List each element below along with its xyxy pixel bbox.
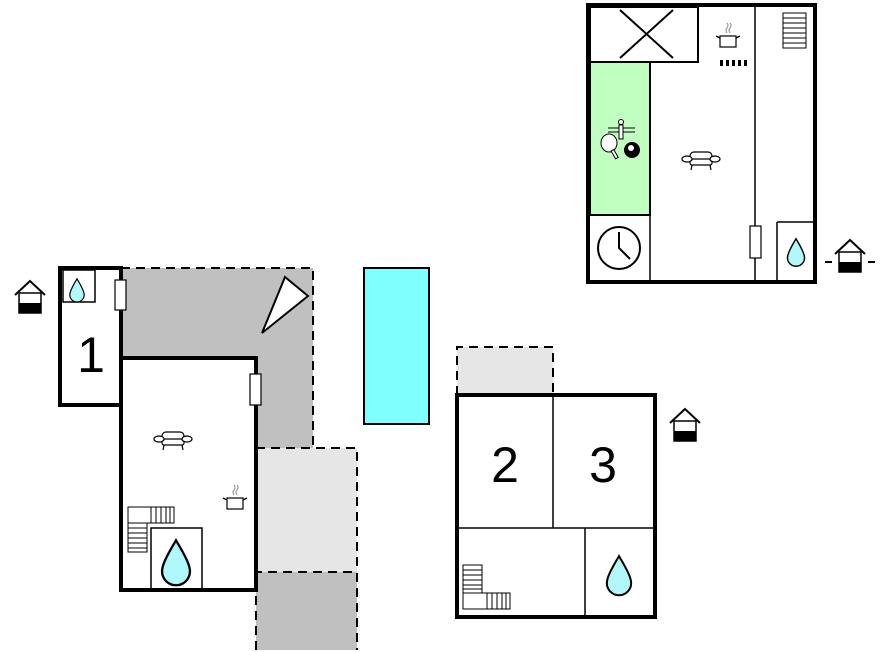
cooking-pot-icon <box>222 484 248 510</box>
water-drop-icon <box>69 278 85 303</box>
door-icon[interactable] <box>114 279 127 311</box>
entrance-icon <box>14 280 46 314</box>
stairs-icon <box>127 506 175 553</box>
terrace-light-2-border <box>456 346 554 395</box>
terrace-dark-bottom <box>256 572 357 650</box>
entrance-icon <box>834 239 866 273</box>
cooking-pot-icon <box>715 22 741 48</box>
room-number-1: 1 <box>77 327 105 383</box>
terrace-light-2 <box>457 347 553 395</box>
stairs-icon <box>782 12 807 49</box>
billiard-ball-icon <box>624 142 640 158</box>
void-area <box>589 6 699 63</box>
room-number-2: 2 <box>491 437 519 493</box>
door-icon[interactable] <box>749 225 762 259</box>
bedroom-1 <box>58 266 123 407</box>
terrace-light-border <box>256 447 358 572</box>
terrace-light <box>256 448 357 572</box>
water-drop-icon <box>160 539 192 587</box>
interior-walls <box>590 7 815 280</box>
bathroom <box>150 527 203 591</box>
entrance-icon <box>669 408 701 442</box>
table-football-icon <box>608 119 635 140</box>
living-room <box>119 356 258 592</box>
room-number-3: 3 <box>589 437 617 493</box>
sofa-icon <box>153 431 193 451</box>
water-drop-icon <box>786 237 806 267</box>
stairs-icon <box>462 564 511 610</box>
swimming-pool <box>363 267 430 425</box>
table-tennis-icon <box>600 133 619 160</box>
terrace-dark-bottom-border <box>255 571 358 650</box>
main-building <box>586 3 817 284</box>
parasol-icon <box>261 275 310 334</box>
terrace-dark-border <box>121 267 314 449</box>
interior-walls <box>457 395 655 617</box>
door-icon[interactable] <box>249 373 262 406</box>
annex-building <box>455 393 657 619</box>
sofa-icon <box>681 151 721 171</box>
water-drop-icon <box>605 555 633 597</box>
void-cross-icon <box>619 9 674 59</box>
